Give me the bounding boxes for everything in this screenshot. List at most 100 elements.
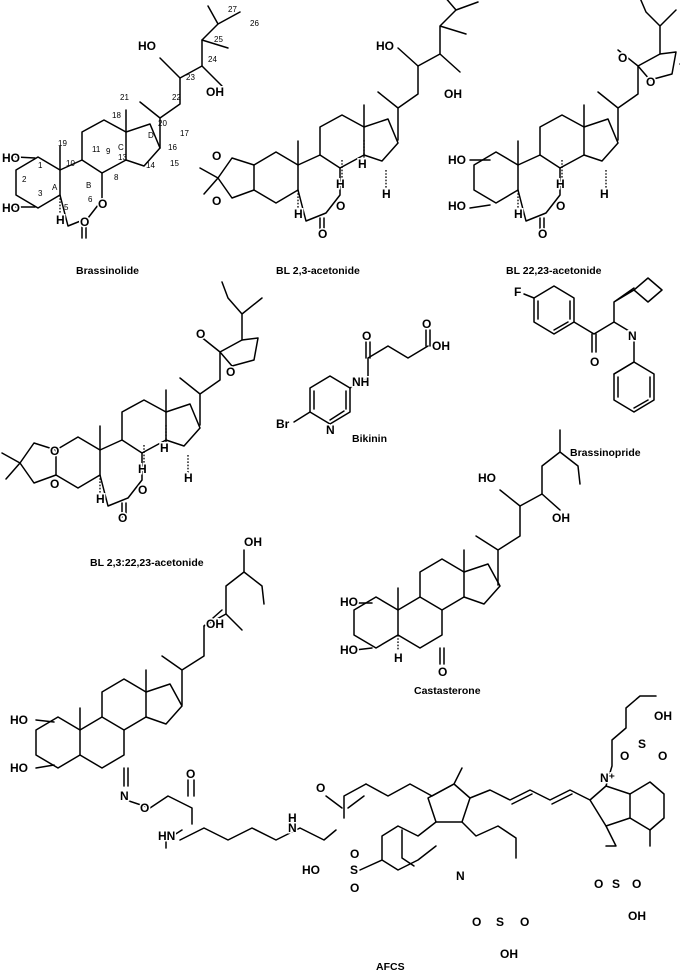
atom-number: 1: [38, 161, 43, 170]
atom-br: Br: [276, 417, 290, 431]
atom-nh: NH: [352, 375, 369, 389]
atom-o: O: [98, 197, 107, 211]
atom-oh: OH: [206, 617, 224, 631]
afcs-structure: [35, 549, 665, 871]
atom-number: 3: [38, 189, 43, 198]
atom-number: 9: [106, 147, 111, 156]
caption-bl2223-acetonide: BL 22,23-acetonide: [506, 265, 602, 277]
ring-label: C: [118, 143, 124, 152]
atom-number: 25: [214, 35, 223, 44]
atom-ho: HO: [10, 713, 28, 727]
atom-oh: OH: [552, 511, 570, 525]
atom-o: O: [422, 317, 431, 331]
caption-bl23-acetonide: BL 2,3-acetonide: [276, 265, 360, 277]
caption-brassinopride: Brassinopride: [570, 447, 641, 459]
atom-o: O: [118, 511, 127, 525]
atom-o: O: [590, 355, 599, 369]
atom-number: 10: [66, 159, 75, 168]
atom-o: O: [658, 749, 667, 763]
atom-oh: OH: [432, 339, 450, 353]
atom-number: 20: [158, 119, 167, 128]
atom-ho: HO: [138, 39, 156, 53]
caption-castasterone: Castasterone: [414, 685, 481, 697]
atom-oh: OH: [628, 909, 646, 923]
caption-bikinin: Bikinin: [352, 433, 387, 445]
atom-number: 11: [92, 145, 101, 154]
atom-oh: OH: [500, 947, 518, 961]
atom-oh: OH: [244, 535, 262, 549]
atom-o: O: [196, 327, 205, 341]
atom-number: 26: [250, 19, 259, 28]
atom-number: 18: [112, 111, 121, 120]
atom-s: S: [496, 915, 504, 929]
bikinin-structure: [293, 329, 431, 425]
atom-number: 5: [64, 203, 69, 212]
atom-number: 2: [22, 175, 27, 184]
atom-hn: HN: [158, 829, 175, 843]
atom-number: 15: [170, 159, 179, 168]
atom-number: 24: [208, 55, 217, 64]
atom-o: O: [646, 75, 655, 89]
atom-ho: HO: [2, 151, 20, 165]
atom-number: 8: [114, 173, 119, 182]
atom-o: O: [140, 801, 149, 815]
atom-o: O: [620, 749, 629, 763]
atom-h: H: [600, 187, 609, 201]
ring-label: D: [148, 131, 154, 140]
atom-o: O: [336, 199, 345, 213]
atom-oh: OH: [654, 709, 672, 723]
atom-n: N: [628, 329, 637, 343]
atom-h: H: [96, 492, 105, 506]
atom-h: H: [514, 207, 523, 221]
atom-n: N: [288, 821, 297, 835]
atom-h: H: [556, 177, 565, 191]
atom-o: O: [80, 215, 89, 229]
caption-blboth-acetonide: BL 2,3:22,23-acetonide: [90, 557, 204, 569]
atom-o: O: [472, 915, 481, 929]
atom-ho: HO: [448, 199, 466, 213]
atom-number: 17: [180, 129, 189, 138]
atom-o: O: [138, 483, 147, 497]
atom-h: H: [394, 651, 403, 665]
atom-number: 21: [120, 93, 129, 102]
atom-number: 27: [228, 5, 237, 14]
atom-o: O: [186, 767, 195, 781]
atom-o: O: [556, 199, 565, 213]
ring-label: A: [52, 183, 58, 192]
atom-o: O: [632, 877, 641, 891]
ring-label: B: [86, 181, 91, 190]
caption-brassinolide: Brassinolide: [76, 265, 139, 277]
atom-h: H: [160, 441, 169, 455]
atom-s: S: [350, 863, 358, 877]
atom-number: 6: [88, 195, 93, 204]
atom-o: O: [212, 194, 221, 208]
brassinolide-structure: [15, 5, 241, 239]
atom-o: O: [594, 877, 603, 891]
atom-oh: OH: [444, 87, 462, 101]
atom-ho: HO: [340, 595, 358, 609]
atom-o: O: [538, 227, 547, 241]
atom-o: O: [316, 781, 325, 795]
atom-ho: HO: [448, 153, 466, 167]
bl2223-acetonide-structure: [469, 0, 680, 233]
atom-h: H: [56, 213, 65, 227]
atom-n: N: [120, 789, 129, 803]
atom-ho: HO: [302, 863, 320, 877]
bl23-acetonide-structure: [199, 0, 479, 233]
atom-o: O: [350, 881, 359, 895]
atom-h: H: [382, 187, 391, 201]
atom-ho: HO: [10, 761, 28, 775]
atom-number: 13: [118, 153, 127, 162]
atom-s: S: [638, 737, 646, 751]
atom-o: O: [362, 329, 371, 343]
atom-h: H: [294, 207, 303, 221]
atom-o: O: [212, 149, 221, 163]
atom-o: O: [520, 915, 529, 929]
atom-number: 22: [172, 93, 181, 102]
atom-o: O: [318, 227, 327, 241]
blboth-acetonide-structure: [1, 281, 263, 518]
castasterone-structure: [353, 429, 581, 665]
atom-o: O: [50, 444, 59, 458]
atom-number: 23: [186, 73, 195, 82]
